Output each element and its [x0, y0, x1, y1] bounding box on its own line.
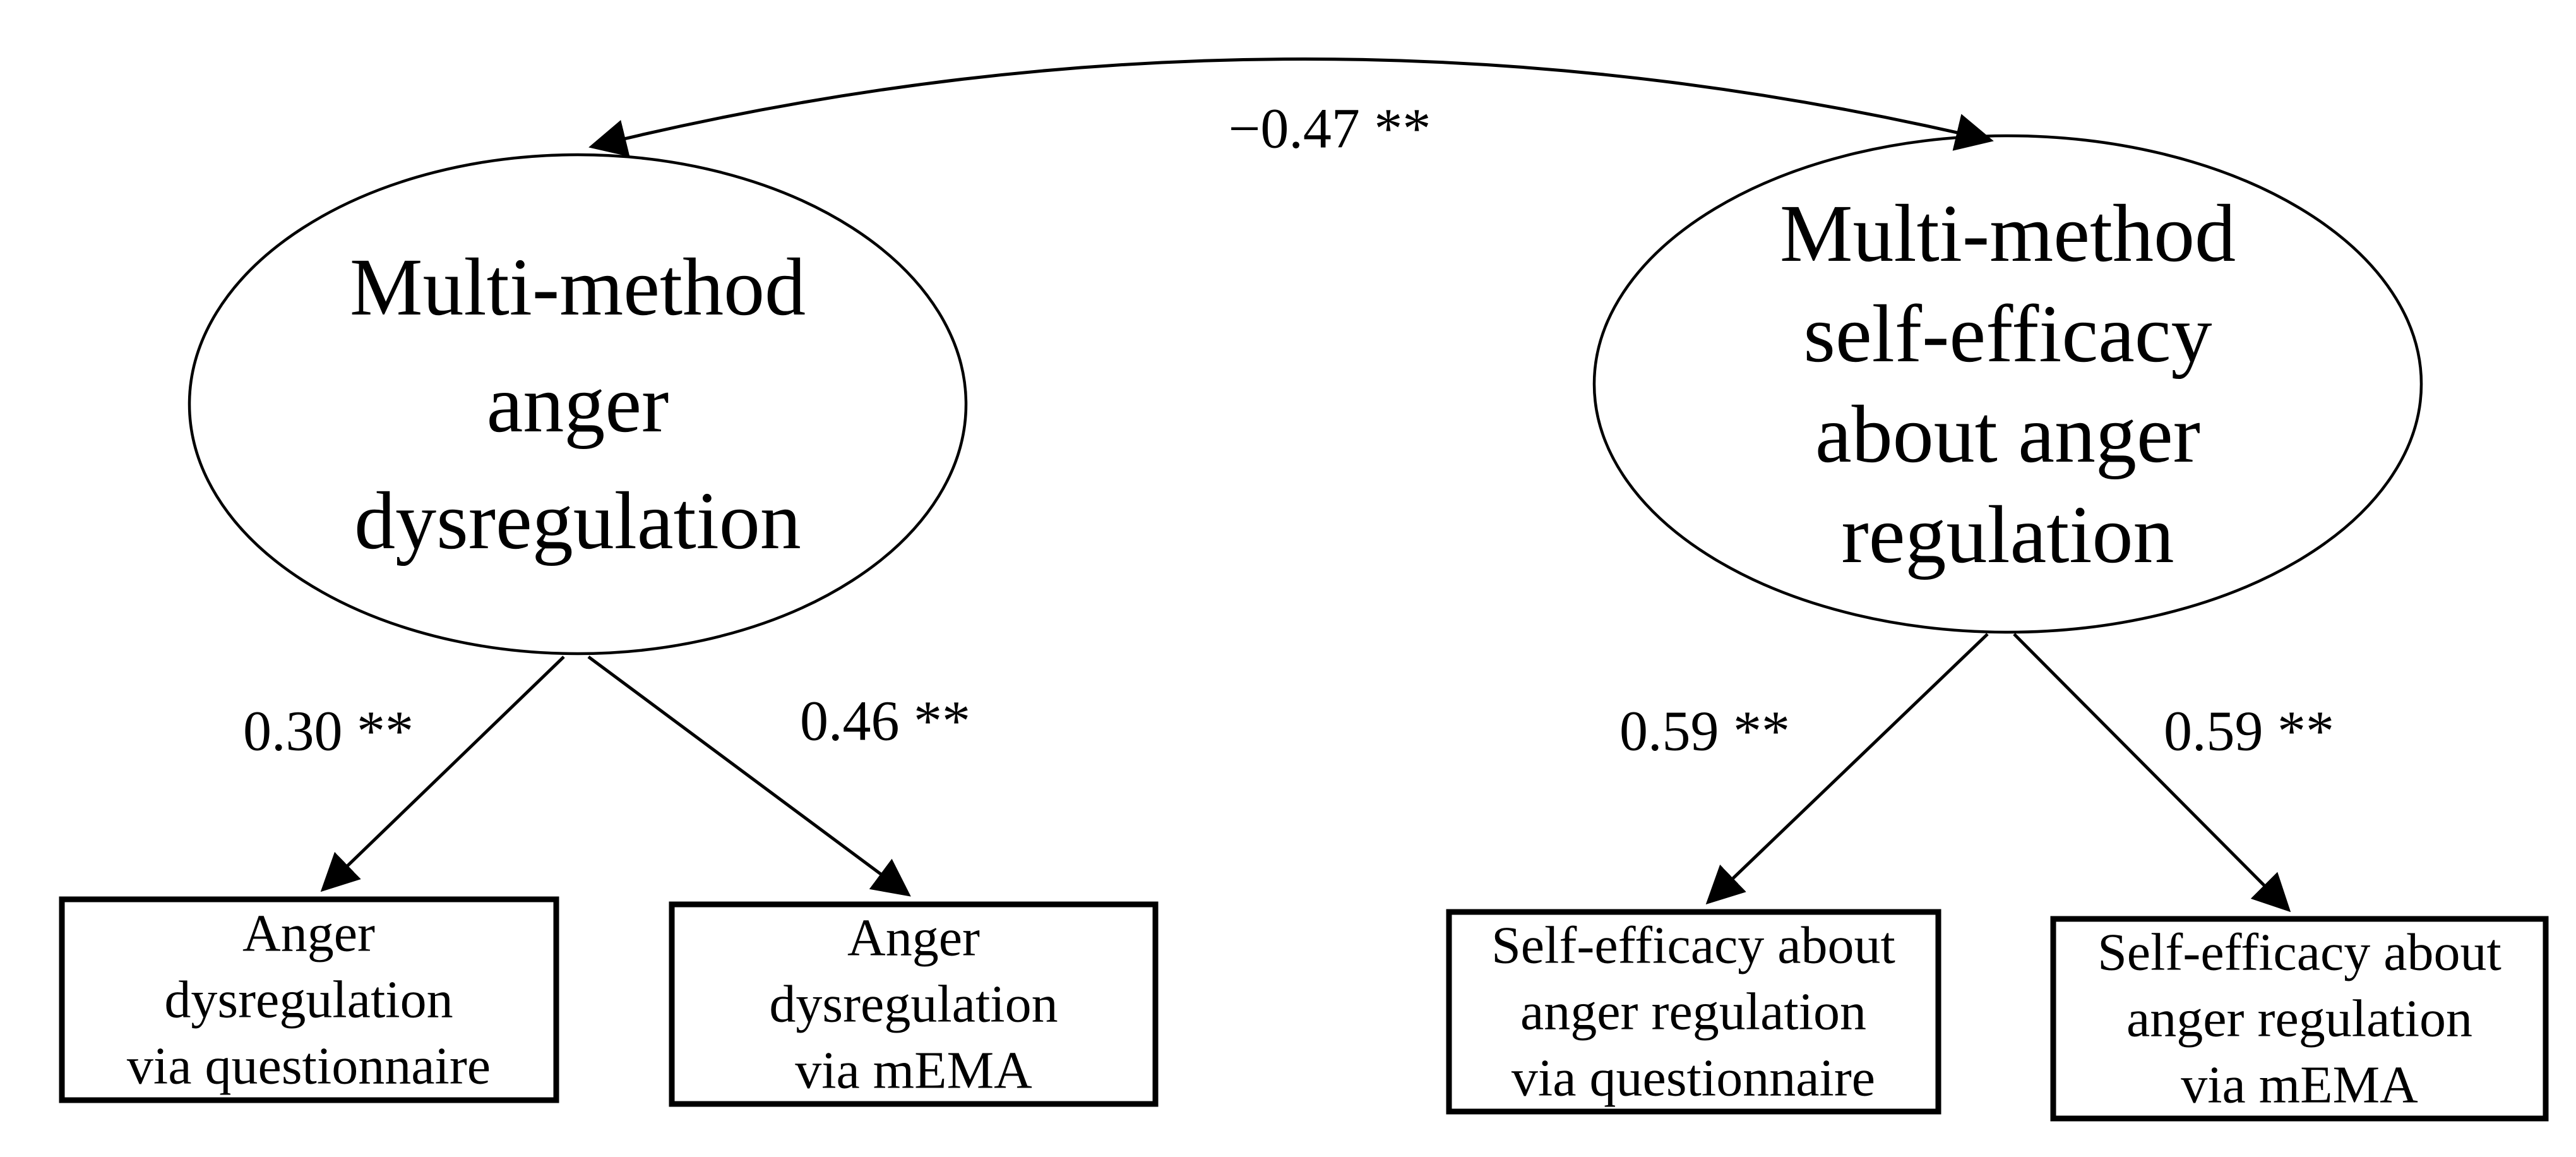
- latent-ellipse-self-efficacy: [1592, 134, 2423, 634]
- latent-right-label-line4: regulation: [1841, 489, 2174, 580]
- indicator-3-line2: anger regulation: [1520, 983, 1866, 1041]
- loading-label-1: 0.30 **: [243, 700, 414, 763]
- indicator-box-selfefficacy-questionnaire: [1446, 909, 1941, 1115]
- loading-arrow-selfefficacy-mema: [2013, 633, 2291, 913]
- indicator-2-line2: dysregulation: [769, 975, 1058, 1034]
- latent-left-label-line1: Multi-method: [350, 242, 806, 333]
- loading-label-2: 0.46 **: [800, 690, 970, 753]
- indicator-4-line3: via mEMA: [2181, 1056, 2418, 1115]
- indicator-1-line1: Anger: [242, 904, 375, 963]
- indicator-4-line2: anger regulation: [2126, 990, 2472, 1048]
- correlation-double-arrow: [588, 57, 1994, 157]
- loading-arrow-anger-mema: [587, 655, 911, 897]
- indicator-3-line1: Self-efficacy about: [1491, 916, 1895, 975]
- indicator-box-anger-questionnaire: [59, 896, 559, 1103]
- loading-label-4: 0.59 **: [2164, 700, 2334, 763]
- loading-label-3: 0.59 **: [1619, 700, 1790, 763]
- latent-ellipse-anger-dysregulation: [188, 153, 968, 656]
- latent-right-label-line2: self-efficacy: [1803, 289, 2212, 380]
- latent-left-label-line2: anger: [487, 359, 669, 450]
- indicator-3-line3: via questionnaire: [1512, 1049, 1875, 1108]
- correlation-coefficient-label: −0.47 **: [1229, 98, 1431, 160]
- indicator-1-line2: dysregulation: [164, 971, 453, 1029]
- latent-right-label-line3: about anger: [1815, 389, 2200, 480]
- loading-arrow-anger-questionnaire: [320, 656, 565, 892]
- indicator-box-anger-mema: [669, 901, 1159, 1107]
- latent-right-label-line1: Multi-method: [1780, 188, 2236, 279]
- indicator-1-line3: via questionnaire: [127, 1037, 491, 1096]
- indicator-2-line3: via mEMA: [795, 1041, 1032, 1100]
- indicator-4-line1: Self-efficacy about: [2097, 923, 2501, 982]
- latent-left-label-line3: dysregulation: [354, 476, 801, 567]
- indicator-2-line1: Anger: [847, 909, 980, 968]
- indicator-box-selfefficacy-mema: [2050, 916, 2549, 1122]
- loading-arrow-selfefficacy-questionnaire: [1705, 633, 1989, 905]
